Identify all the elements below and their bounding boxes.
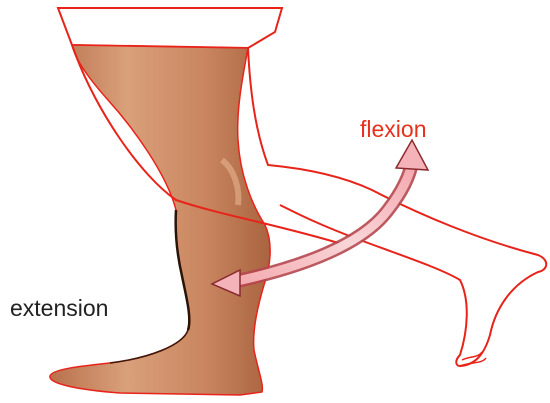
extended-leg [50,45,270,395]
flexion-arrowhead [396,140,428,170]
extension-label: extension [10,297,108,320]
shorts-garment [58,8,282,48]
flexion-label: flexion [360,118,426,141]
